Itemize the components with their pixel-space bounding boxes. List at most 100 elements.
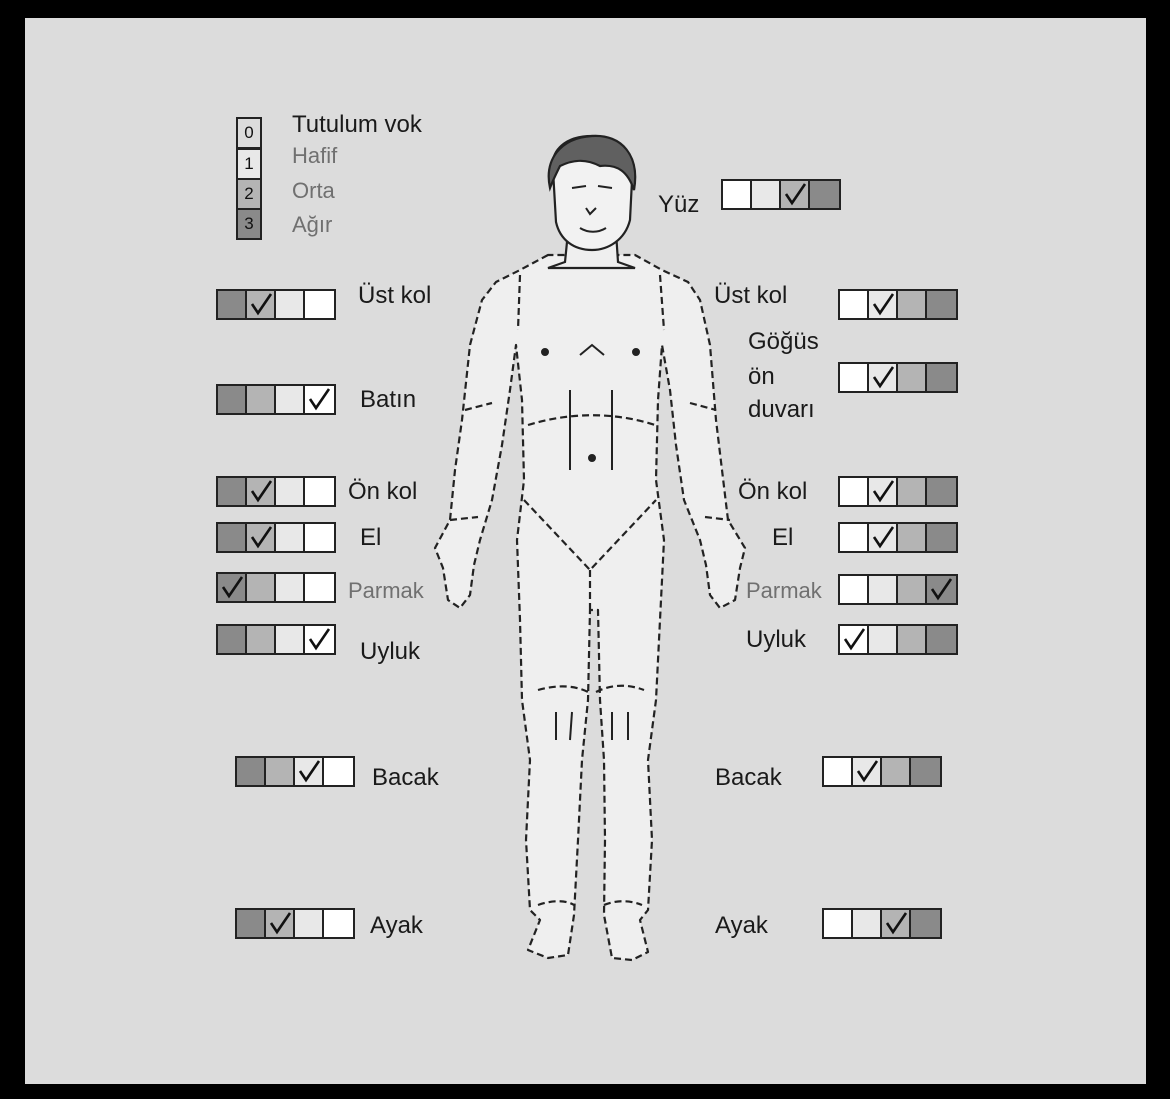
scale-cell-3[interactable] [218, 386, 247, 413]
scale-cell-1[interactable] [276, 574, 305, 601]
scale-cell-3[interactable] [911, 758, 940, 785]
scale-left-ayak[interactable] [235, 908, 355, 939]
scale-cell-1[interactable] [869, 478, 898, 505]
scale-cell-2[interactable] [882, 758, 911, 785]
scale-cell-1[interactable] [295, 758, 324, 785]
scale-cell-3[interactable] [927, 524, 956, 551]
scale-right-parmak[interactable] [838, 574, 958, 605]
scale-right-uyluk[interactable] [838, 624, 958, 655]
scale-cell-2[interactable] [898, 576, 927, 603]
scale-cell-2[interactable] [898, 364, 927, 391]
scale-cell-0[interactable] [305, 574, 334, 601]
scale-cell-3[interactable] [927, 576, 956, 603]
scale-cell-3[interactable] [911, 910, 940, 937]
scale-cell-0[interactable] [305, 524, 334, 551]
scale-cell-0[interactable] [305, 386, 334, 413]
scale-cell-2[interactable] [247, 291, 276, 318]
scale-right-on-kol[interactable] [838, 476, 958, 507]
scale-cell-1[interactable] [869, 626, 898, 653]
scale-right-ust-kol[interactable] [838, 289, 958, 320]
scale-cell-0[interactable] [824, 910, 853, 937]
check-mark-icon [249, 525, 274, 549]
scale-cell-1[interactable] [276, 291, 305, 318]
scale-cell-2[interactable] [898, 626, 927, 653]
legend-label-none: Tutulum vok [292, 113, 422, 137]
scale-cell-3[interactable] [927, 478, 956, 505]
scale-cell-0[interactable] [324, 910, 353, 937]
scale-right-bacak[interactable] [822, 756, 942, 787]
scale-cell-0[interactable] [840, 524, 869, 551]
scale-cell-1[interactable] [276, 524, 305, 551]
scale-right-gogus[interactable] [838, 362, 958, 393]
scale-left-parmak[interactable] [216, 572, 336, 603]
scale-cell-1[interactable] [276, 386, 305, 413]
scale-cell-2[interactable] [882, 910, 911, 937]
check-mark-icon [307, 387, 332, 411]
scale-cell-2[interactable] [247, 574, 276, 601]
scale-cell-2[interactable] [898, 524, 927, 551]
scale-cell-2[interactable] [898, 291, 927, 318]
scale-cell-0[interactable] [824, 758, 853, 785]
scale-cell-2[interactable] [781, 181, 810, 208]
scale-cell-3[interactable] [218, 291, 247, 318]
scale-right-el[interactable] [838, 522, 958, 553]
label-left-ayak: Ayak [370, 914, 423, 938]
scale-left-on-kol[interactable] [216, 476, 336, 507]
scale-cell-0[interactable] [840, 576, 869, 603]
scale-cell-2[interactable] [247, 478, 276, 505]
scale-cell-2[interactable] [266, 910, 295, 937]
scale-cell-0[interactable] [840, 291, 869, 318]
scale-cell-0[interactable] [840, 626, 869, 653]
legend-swatch-2: 2 [236, 178, 262, 210]
scale-cell-1[interactable] [276, 626, 305, 653]
scale-cell-3[interactable] [237, 758, 266, 785]
check-mark-icon [783, 182, 808, 206]
check-mark-icon [855, 759, 880, 783]
label-left-uyluk: Uyluk [360, 640, 420, 664]
scale-left-el[interactable] [216, 522, 336, 553]
scale-cell-2[interactable] [898, 478, 927, 505]
scale-cell-0[interactable] [324, 758, 353, 785]
scale-cell-3[interactable] [237, 910, 266, 937]
label-right-bacak: Bacak [715, 766, 782, 790]
scale-left-ust-kol[interactable] [216, 289, 336, 320]
scale-cell-1[interactable] [869, 291, 898, 318]
scale-cell-1[interactable] [295, 910, 324, 937]
scale-cell-1[interactable] [869, 364, 898, 391]
scale-cell-1[interactable] [869, 576, 898, 603]
scale-right-yuz[interactable] [721, 179, 841, 210]
scale-cell-3[interactable] [218, 574, 247, 601]
scale-cell-2[interactable] [247, 626, 276, 653]
check-mark-icon [929, 577, 954, 601]
scale-right-ayak[interactable] [822, 908, 942, 939]
scale-cell-1[interactable] [869, 524, 898, 551]
label-right-yuz: Yüz [658, 193, 699, 217]
scale-cell-2[interactable] [266, 758, 295, 785]
scale-cell-3[interactable] [810, 181, 839, 208]
scale-cell-3[interactable] [927, 626, 956, 653]
scale-cell-0[interactable] [723, 181, 752, 208]
scale-cell-0[interactable] [840, 478, 869, 505]
scale-left-batin[interactable] [216, 384, 336, 415]
scale-cell-1[interactable] [752, 181, 781, 208]
scale-left-uyluk[interactable] [216, 624, 336, 655]
scale-cell-3[interactable] [218, 626, 247, 653]
scale-cell-3[interactable] [218, 478, 247, 505]
scale-cell-1[interactable] [276, 478, 305, 505]
scale-cell-1[interactable] [853, 910, 882, 937]
scale-cell-3[interactable] [927, 291, 956, 318]
scale-left-bacak[interactable] [235, 756, 355, 787]
scale-cell-0[interactable] [305, 478, 334, 505]
legend-label-mild: Hafif [292, 145, 337, 167]
scale-cell-0[interactable] [840, 364, 869, 391]
scale-cell-2[interactable] [247, 386, 276, 413]
scale-cell-0[interactable] [305, 626, 334, 653]
scale-cell-3[interactable] [927, 364, 956, 391]
label-right-gogus-2: ön [748, 365, 775, 389]
scale-cell-3[interactable] [218, 524, 247, 551]
label-right-parmak: Parmak [746, 580, 822, 602]
scale-cell-2[interactable] [247, 524, 276, 551]
check-mark-icon [307, 627, 332, 651]
scale-cell-0[interactable] [305, 291, 334, 318]
scale-cell-1[interactable] [853, 758, 882, 785]
